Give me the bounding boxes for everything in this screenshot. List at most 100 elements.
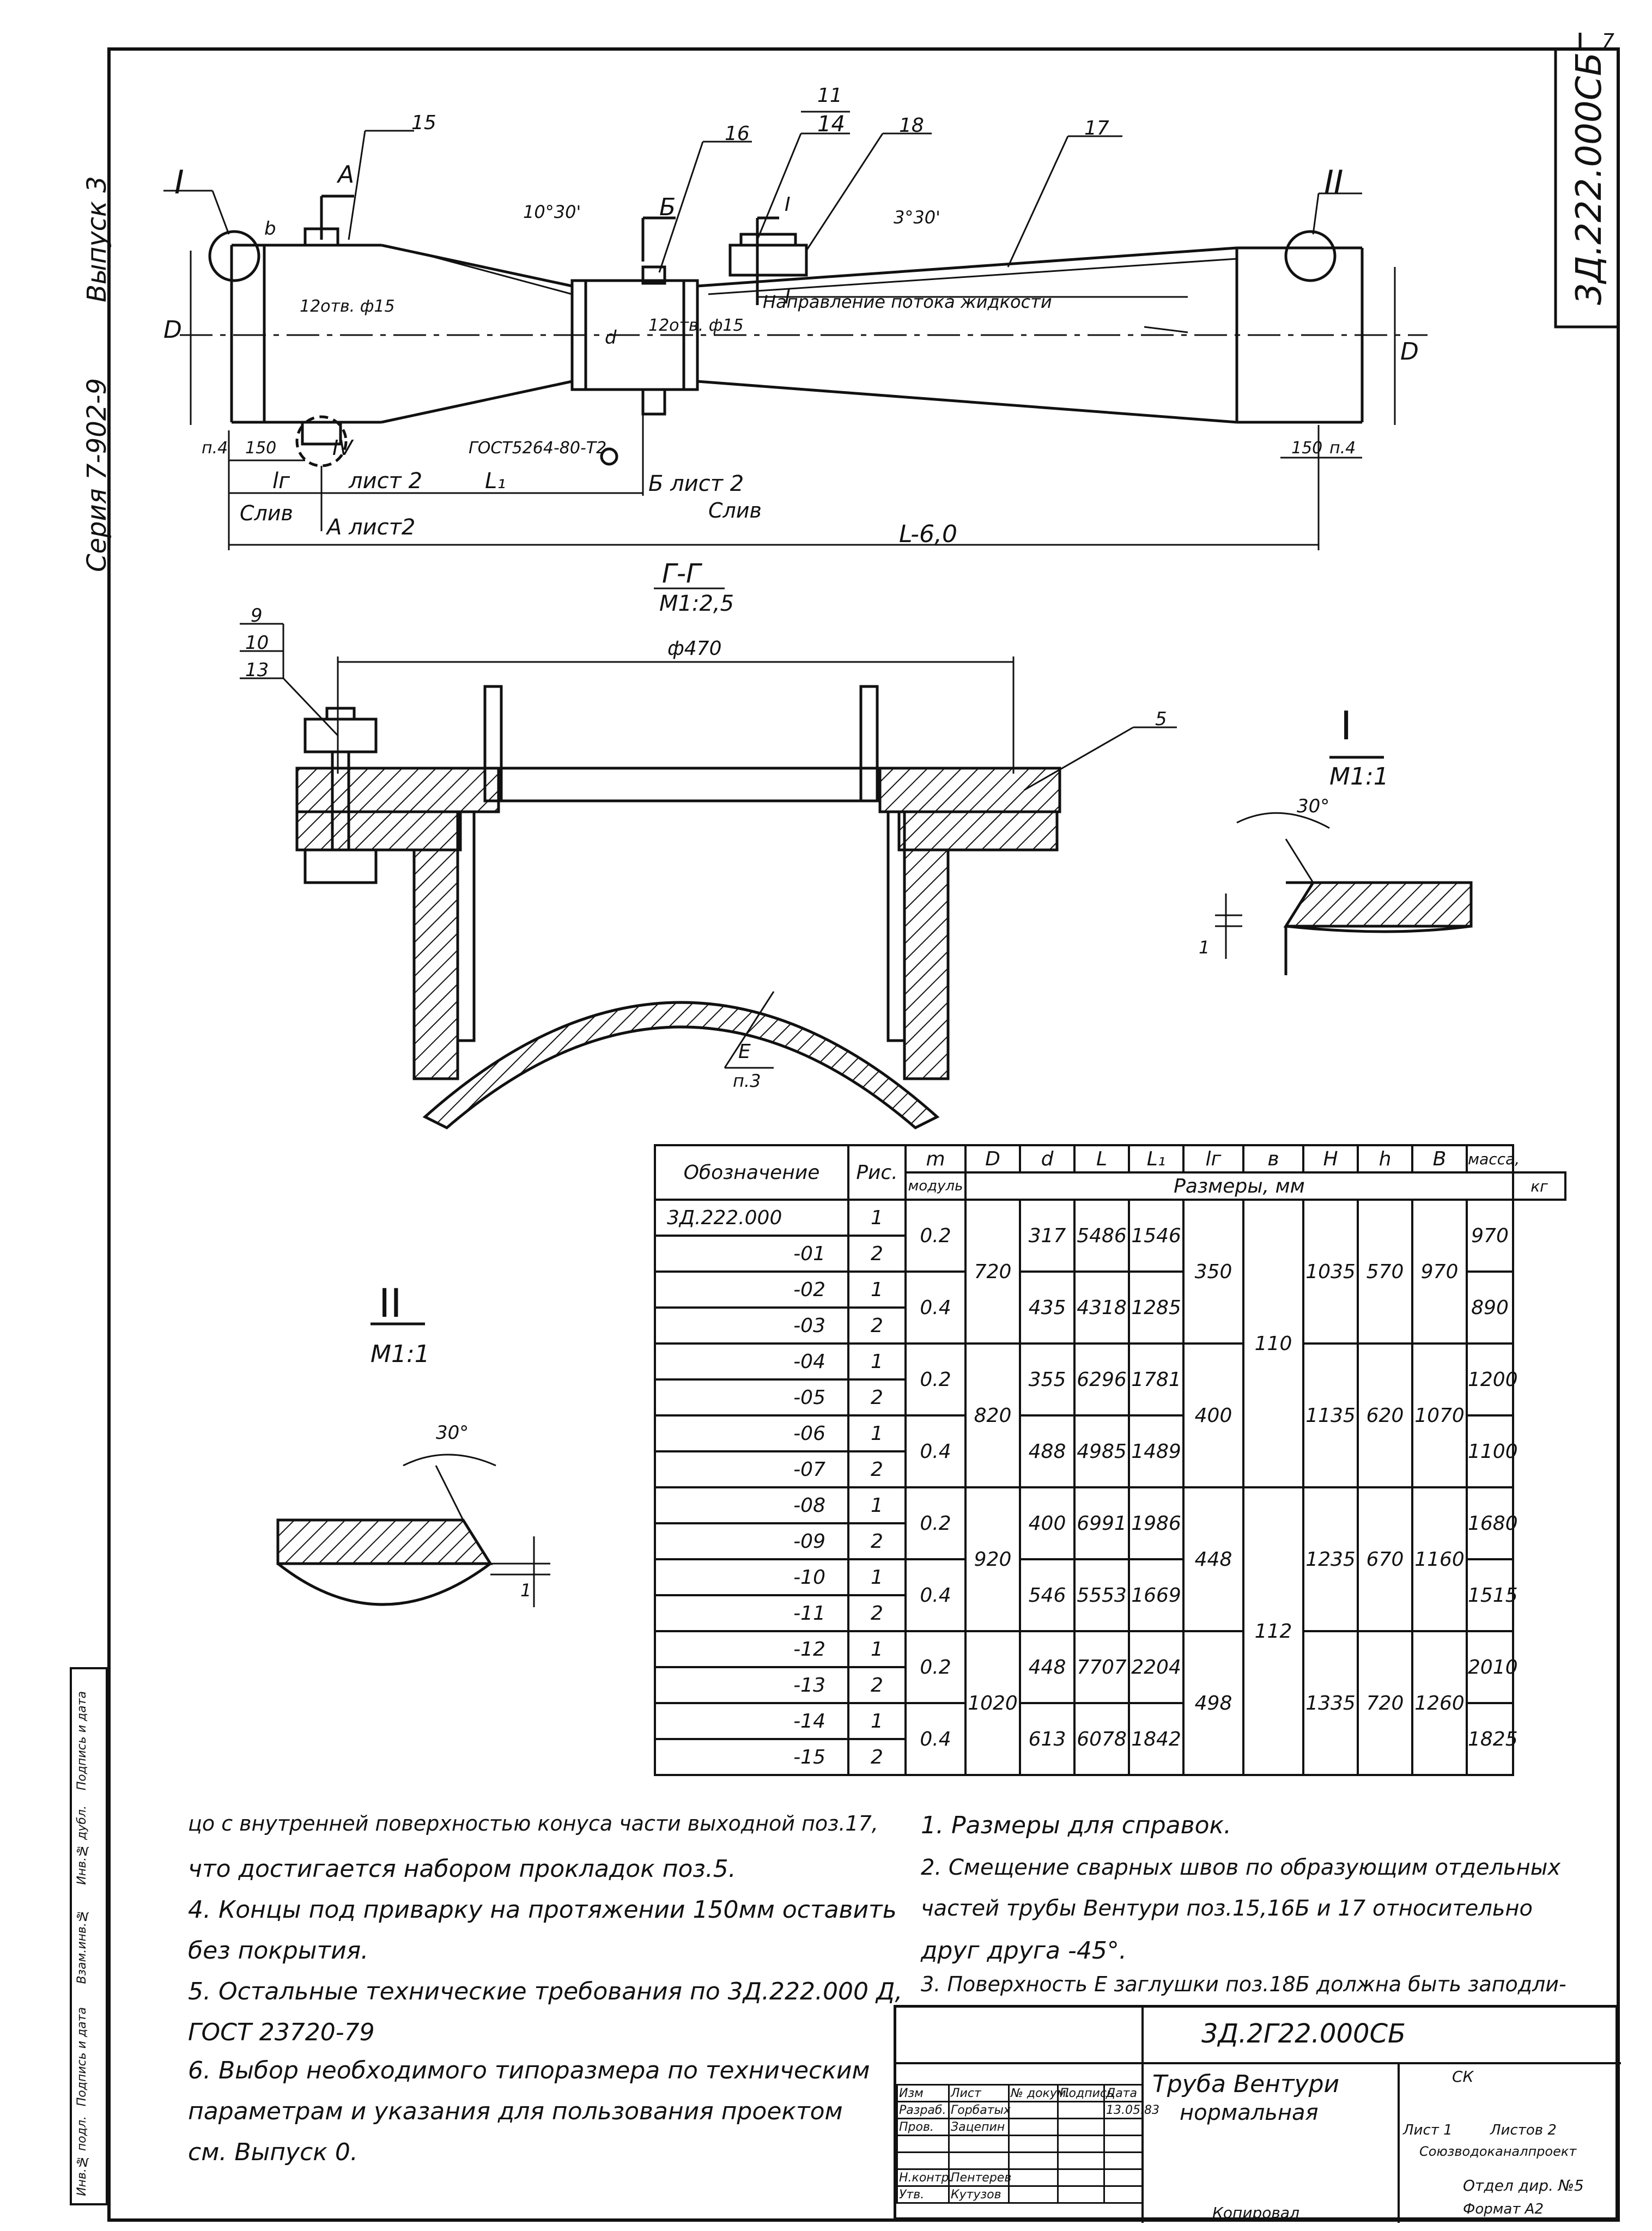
detail-two-angle: 30° xyxy=(436,1422,469,1444)
col-header-mass: масса, xyxy=(1466,1144,1520,1174)
table-cell-L: 5486 xyxy=(1073,1199,1130,1273)
table-cell-designation: -06 xyxy=(654,1414,849,1452)
drain-left: Слив xyxy=(240,501,293,525)
table-cell-mass: 1680 xyxy=(1466,1486,1518,1560)
doc-code-box xyxy=(1554,47,1620,329)
sig-person: Зацепин xyxy=(948,2118,1010,2136)
callout-10: 10 xyxy=(245,632,269,654)
table-cell-d: 546 xyxy=(1019,1558,1076,1632)
drawing-frame xyxy=(107,47,1620,2222)
sig-signature xyxy=(1057,2101,1105,2119)
side-stamp-field: Подпись и дата xyxy=(75,1691,89,1791)
table-cell-fig: 2 xyxy=(847,1738,907,1776)
table-cell-fig: 1 xyxy=(847,1342,907,1381)
detail-four-circle xyxy=(295,415,348,467)
cut-b-sheet: Б лист 2 xyxy=(648,471,744,496)
table-cell-B: 970 xyxy=(1411,1199,1468,1345)
table-cell-mass: 1200 xyxy=(1466,1342,1518,1417)
side-stamp-field: Подпись и дата xyxy=(75,2007,89,2107)
table-cell-fig: 2 xyxy=(847,1306,907,1345)
table-cell-L1: 1285 xyxy=(1128,1270,1185,1345)
sig-role: Утв. xyxy=(896,2185,950,2204)
table-cell-mass: 1515 xyxy=(1466,1558,1518,1632)
dim-l1: L₁ xyxy=(485,469,506,494)
callout-14: 14 xyxy=(817,112,845,137)
note-right-line: 1. Размеры для справок. xyxy=(921,1811,1232,1839)
detail-one-angle: 30° xyxy=(1297,795,1330,817)
table-cell-d: 355 xyxy=(1019,1342,1076,1417)
surface-e-note: п.3 xyxy=(733,1071,761,1091)
side-stamp-field: Взам.инв.№ xyxy=(75,1909,89,1984)
table-cell-mass: 2010 xyxy=(1466,1630,1518,1704)
callout-15: 15 xyxy=(411,112,436,134)
venturi-tube-view xyxy=(163,111,1428,550)
callout-5: 5 xyxy=(1155,708,1167,730)
weld-len-right: 150 xyxy=(1291,439,1323,458)
table-cell-D: 820 xyxy=(964,1342,1021,1488)
table-cell-designation: -14 xyxy=(654,1702,849,1740)
table-cell-designation: -05 xyxy=(654,1378,849,1417)
table-cell-mass: 1100 xyxy=(1466,1414,1518,1488)
detail-two-title: II xyxy=(379,1280,402,1326)
title-block-copied: Копировал xyxy=(1212,2204,1299,2222)
note-left-line: 4. Концы под приварку на протяжении 150м… xyxy=(188,1896,897,1924)
col-header-H: H xyxy=(1302,1144,1359,1174)
table-cell-m: 0.4 xyxy=(904,1270,967,1345)
table-cell-designation: -03 xyxy=(654,1306,849,1345)
table-cell-lr: 350 xyxy=(1182,1199,1244,1345)
note-right-line: 2. Смещение сварных швов по образующим о… xyxy=(921,1855,1561,1880)
table-cell-v: 112 xyxy=(1242,1486,1304,1776)
table-cell-designation: -10 xyxy=(654,1558,849,1596)
detail-two-scale: М1:1 xyxy=(371,1340,430,1368)
col-header-lr: lг xyxy=(1182,1144,1244,1174)
table-cell-L: 6296 xyxy=(1073,1342,1130,1417)
title-block-org: Союзводоканалпроект xyxy=(1419,2144,1577,2159)
weld-note-right: п.4 xyxy=(1329,439,1356,458)
table-cell-H: 1135 xyxy=(1302,1342,1359,1488)
table-cell-B: 1160 xyxy=(1411,1486,1468,1632)
d-left-label: D xyxy=(163,316,182,344)
note-left-line: см. Выпуск 0. xyxy=(188,2138,358,2166)
table-cell-fig: 1 xyxy=(847,1199,907,1237)
table-cell-fig: 1 xyxy=(847,1486,907,1524)
table-cell-B: 1260 xyxy=(1411,1630,1468,1776)
table-cell-d: 613 xyxy=(1019,1702,1076,1776)
table-cell-designation: -07 xyxy=(654,1450,849,1488)
table-cell-designation: -11 xyxy=(654,1594,849,1632)
dim-l-total: L-6,0 xyxy=(899,520,957,548)
title-block-stage: СК xyxy=(1452,2068,1474,2086)
throat-d-label: d xyxy=(605,327,617,349)
table-cell-fig: 2 xyxy=(847,1450,907,1488)
table-cell-fig: 1 xyxy=(847,1414,907,1452)
flow-direction-label: Направление потока жидкости xyxy=(763,291,1052,312)
title-block-format: Формат А2 xyxy=(1463,2201,1544,2217)
table-cell-L: 4985 xyxy=(1073,1414,1130,1488)
note-left-line: 6. Выбор необходимого типоразмера по тех… xyxy=(188,2057,870,2084)
detail-one-view xyxy=(1215,756,1473,975)
table-cell-m: 0.2 xyxy=(904,1199,967,1273)
col-header-h: h xyxy=(1357,1144,1413,1174)
callout-18: 18 xyxy=(899,114,924,137)
table-cell-D: 1020 xyxy=(964,1630,1021,1776)
title-block-subname: нормальная xyxy=(1180,2100,1319,2125)
col-header-m: m xyxy=(904,1144,967,1174)
sig-person: Кутузов xyxy=(948,2185,1010,2204)
flange-diameter: ф470 xyxy=(667,637,722,660)
table-cell-h: 570 xyxy=(1357,1199,1413,1345)
col-header-L1: L₁ xyxy=(1128,1144,1185,1174)
section-gg-scale: М1:2,5 xyxy=(659,591,734,616)
vertical-doc-code: 3Д.222.000СБ xyxy=(1569,52,1610,305)
drain-right: Слив xyxy=(708,499,762,522)
table-cell-L1: 1489 xyxy=(1128,1414,1185,1488)
title-block-sheets: Листов 2 xyxy=(1490,2122,1557,2138)
table-cell-designation: -04 xyxy=(654,1342,849,1381)
title-block: 3Д.2Г22.000СБ Труба Вентури нормальная С… xyxy=(894,2005,1621,2223)
sig-person: Горбатых xyxy=(948,2101,1011,2119)
table-cell-H: 1235 xyxy=(1302,1486,1359,1632)
note-left-line: ГОСТ 23720-79 xyxy=(188,2019,375,2046)
callout-13: 13 xyxy=(245,659,269,681)
table-cell-H: 1335 xyxy=(1302,1630,1359,1776)
table-cell-L1: 1546 xyxy=(1128,1199,1185,1273)
dim-lg: lг xyxy=(272,469,290,494)
table-cell-L1: 2204 xyxy=(1128,1630,1185,1704)
